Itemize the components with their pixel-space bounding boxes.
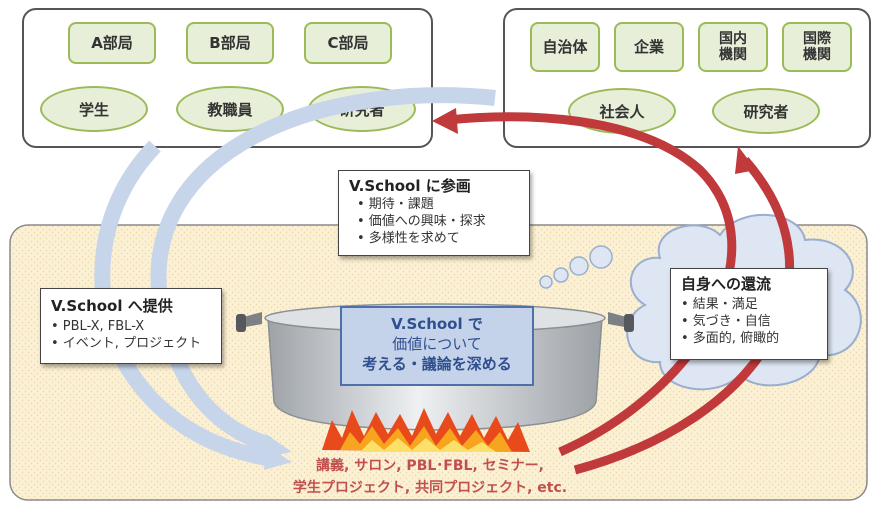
pot-label-line2: 価値について [392,335,482,353]
municipality-pill: 自治体 [530,22,600,72]
pot-label: V.School で 価値について 考える・議論を深める [340,306,534,386]
return-box: 自身への還流 • 結果・満足 • 気づき・自信 • 多面的, 俯瞰的 [670,268,828,360]
participate-bullet: • 価値への興味・探求 [357,214,486,229]
red-arrow-outer-head [735,146,756,174]
provide-box: V.School へ提供 • PBL-X, FBL-X • イベント, プロジェ… [40,288,222,364]
department-c: C部局 [304,22,392,64]
students-oval: 学生 [40,86,148,132]
provide-bullet: • イベント, プロジェクト [51,336,202,351]
fire-icon [322,408,530,452]
red-arrow-inner [447,112,737,457]
red-arrow-inner-head [432,108,458,134]
pot-label-line3: 考える・議論を深める [362,355,512,373]
participate-title: V.School に参画 [349,177,471,195]
activities-line1: 講義, サロン, PBL･FBL, セミナー, [316,458,544,474]
staff-oval: 教職員 [176,86,284,132]
return-bullet: • 結果・満足 [681,297,758,312]
participate-bullet: • 期待・課題 [357,197,434,212]
provide-title: V.School へ提供 [51,297,173,315]
domestic-institution-pill: 国内 機関 [698,22,768,72]
return-bullet: • 多面的, 俯瞰的 [681,331,780,346]
company-pill: 企業 [614,22,684,72]
department-a: A部局 [68,22,156,64]
participate-bullet: • 多様性を求めて [357,231,460,246]
international-institution-pill: 国際 機関 [782,22,852,72]
provide-bullet: • PBL-X, FBL-X [51,319,145,334]
activities-line2: 学生プロジェクト, 共同プロジェクト, etc. [292,480,568,496]
external-researchers-oval: 研究者 [712,88,820,134]
return-bullet: • 気づき・自信 [681,314,771,329]
return-title: 自身への還流 [681,275,772,293]
blue-arrow-inner [150,87,496,453]
activities-text: 講義, サロン, PBL･FBL, セミナー, 学生プロジェクト, 共同プロジェ… [270,455,590,499]
participate-box: V.School に参画 • 期待・課題 • 価値への興味・探求 • 多様性を求… [338,170,530,256]
pot-label-line1: V.School で [391,315,483,333]
blue-arrow-inner-head [262,434,292,458]
department-b: B部局 [186,22,274,64]
